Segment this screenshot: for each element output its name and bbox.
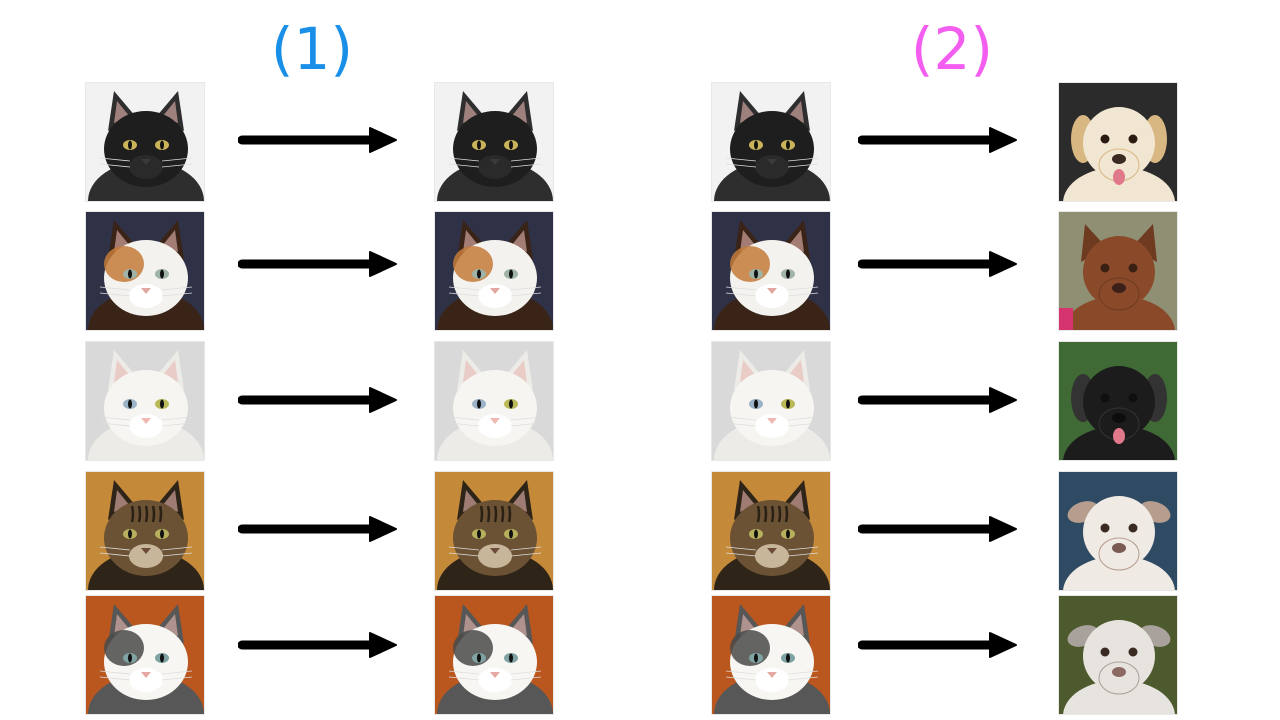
target-image-brown-pit-mix-dog-photo <box>1058 211 1178 331</box>
target-image-cream-fluffy-dog-photo <box>1058 82 1178 202</box>
right-arrow-icon <box>858 125 1018 155</box>
source-image-white-odd-eyed-cat-photo <box>711 341 831 461</box>
source-image-black-longhair-cat-photo <box>85 82 205 202</box>
right-arrow-icon <box>238 514 398 544</box>
right-arrow-icon <box>238 630 398 660</box>
source-image-calico-cat-photo <box>85 211 205 331</box>
source-image-white-gray-fluffy-cat-photo <box>711 595 831 715</box>
source-image-white-odd-eyed-cat-photo <box>85 341 205 461</box>
source-image-white-gray-fluffy-cat-photo <box>85 595 205 715</box>
source-image-black-longhair-cat-photo <box>711 82 831 202</box>
target-image-brown-tabby-cat-photo <box>434 471 554 591</box>
target-image-gray-white-puppy-photo <box>1058 595 1178 715</box>
target-image-black-shaggy-dog-photo <box>1058 341 1178 461</box>
source-image-brown-tabby-cat-photo <box>711 471 831 591</box>
panel-label-2: (2) <box>910 15 994 83</box>
right-arrow-icon <box>238 125 398 155</box>
target-image-white-gray-fluffy-cat-photo <box>434 595 554 715</box>
right-arrow-icon <box>858 514 1018 544</box>
panel-cat-to-dog: (2) <box>640 0 1280 720</box>
right-arrow-icon <box>858 385 1018 415</box>
target-image-black-longhair-cat-photo <box>434 82 554 202</box>
panel-identity: (1) <box>85 15 554 715</box>
right-arrow-icon <box>858 630 1018 660</box>
source-image-calico-cat-photo <box>711 211 831 331</box>
target-image-white-odd-eyed-cat-photo <box>434 341 554 461</box>
right-arrow-icon <box>238 385 398 415</box>
target-image-calico-cat-photo <box>434 211 554 331</box>
source-image-brown-tabby-cat-photo <box>85 471 205 591</box>
panel-label-1: (1) <box>270 15 354 83</box>
target-image-white-pitbull-puppy-photo <box>1058 471 1178 591</box>
right-arrow-icon <box>238 249 398 279</box>
right-arrow-icon <box>858 249 1018 279</box>
